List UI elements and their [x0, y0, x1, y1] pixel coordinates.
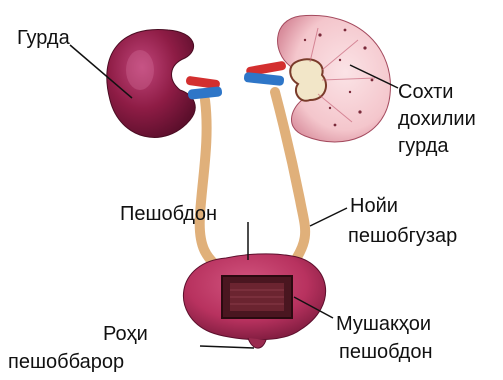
label-ureter-line2: пешобгузар	[348, 224, 457, 248]
label-urethra-line2: пешоббарор	[8, 350, 124, 374]
label-urethra-line1: Роҳи	[103, 322, 148, 346]
label-kidney-section-line2: дохилии	[398, 107, 476, 131]
right-kidney-section	[278, 15, 391, 142]
label-kidney-section-line3: гурда	[398, 134, 449, 158]
bladder-muscle-window	[222, 276, 292, 318]
left-renal-vessels	[185, 76, 222, 100]
ureter-leader	[310, 208, 347, 226]
urethra-leader	[200, 346, 254, 348]
right-renal-vessels	[244, 61, 287, 86]
label-kidney: Гурда	[17, 26, 70, 50]
label-bladder: Пешобдон	[120, 202, 217, 226]
left-ureter	[200, 100, 226, 272]
label-kidney-section-line1: Сохти	[398, 80, 453, 104]
label-ureter-line1: Нойи	[350, 194, 398, 218]
label-bladder-muscles-line1: Мушакҳои	[336, 312, 431, 336]
left-kidney	[107, 29, 195, 137]
label-bladder-muscles-line2: пешобдон	[339, 340, 433, 364]
